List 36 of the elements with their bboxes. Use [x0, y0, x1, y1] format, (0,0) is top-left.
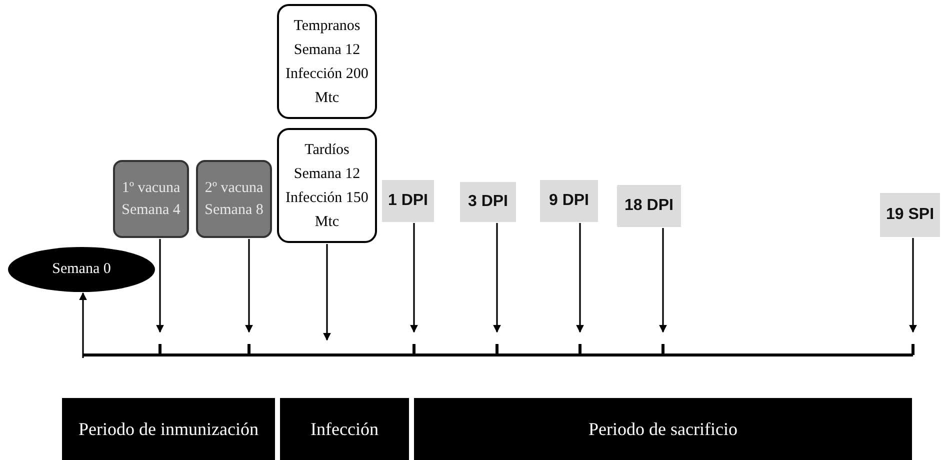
- time-point-box: [460, 182, 516, 222]
- arrow: [79, 292, 87, 358]
- time-point-box: [540, 180, 598, 222]
- box-text: 2º vacuna Semana 8: [204, 179, 264, 220]
- box-text: 3 DPI: [468, 193, 508, 211]
- box-text: 18 DPI: [624, 197, 674, 215]
- box-text: 19 SPI: [886, 206, 934, 224]
- arrow: [493, 223, 501, 333]
- period-band: [62, 398, 275, 460]
- box-text: Semana 0: [52, 261, 111, 278]
- vaccine-box: [196, 160, 272, 238]
- box-text: Periodo de inmunización: [78, 418, 258, 440]
- box-text: Periodo de sacrificio: [588, 418, 738, 440]
- arrow: [156, 239, 164, 333]
- arrow: [576, 223, 584, 333]
- arrow: [659, 228, 667, 333]
- arrow: [323, 244, 331, 341]
- period-band: [280, 398, 409, 460]
- arrow: [410, 223, 418, 333]
- box-text: 1º vacuna Semana 4: [120, 179, 182, 220]
- time-point-box: [617, 185, 681, 227]
- box-heading: Tempranos: [294, 16, 360, 36]
- arrow: [245, 239, 253, 333]
- infection-box: [277, 4, 377, 119]
- box-text: Semana 12 Infección 150 Mtc: [284, 164, 370, 232]
- box-heading: Tardíos: [304, 140, 350, 160]
- box-text: 9 DPI: [548, 192, 589, 210]
- period-band: [414, 398, 912, 460]
- infection-box: [277, 128, 377, 243]
- time-point-box: [382, 180, 434, 222]
- box-text: Infección: [310, 418, 378, 440]
- time-point-box: [880, 193, 940, 237]
- arrow: [909, 238, 917, 333]
- box-text: Semana 12 Infección 200 Mtc: [284, 40, 370, 108]
- box-text: 1 DPI: [388, 192, 428, 210]
- vaccine-box: [113, 160, 189, 238]
